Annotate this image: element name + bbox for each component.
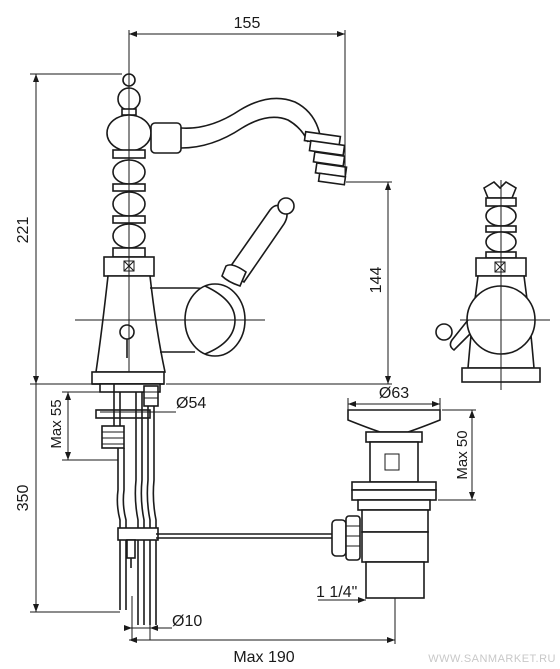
- dimension-waste-diameter: Ø63: [379, 385, 409, 402]
- dimension-pop-up-max-distance: Max 190: [233, 649, 294, 666]
- dimension-rod-diameter: Ø10: [172, 613, 202, 630]
- centerlines: [75, 68, 265, 372]
- mixer-side-view: [435, 180, 550, 390]
- dimension-total-height: 221: [15, 217, 32, 244]
- under-deck-fittings: [95, 383, 332, 640]
- dimension-max-deck-thickness: Max 55: [48, 399, 65, 448]
- pop-up-waste: [331, 409, 441, 599]
- dimension-waste-max-height: Max 50: [454, 430, 471, 479]
- dimension-waste-thread: 1 1/4": [316, 584, 357, 601]
- mixer-front-view: [91, 73, 295, 385]
- dimension-arrowheads: [33, 31, 475, 643]
- dimension-base-diameter: Ø54: [176, 395, 206, 412]
- dimension-lines: [30, 30, 476, 644]
- watermark: WWW.SANMARKET.RU: [428, 653, 556, 665]
- dimension-spout-reach: 155: [234, 15, 261, 32]
- spout-outline: [150, 97, 348, 186]
- dimension-rod-length: 350: [15, 485, 32, 512]
- dimension-spout-height: 144: [368, 267, 385, 294]
